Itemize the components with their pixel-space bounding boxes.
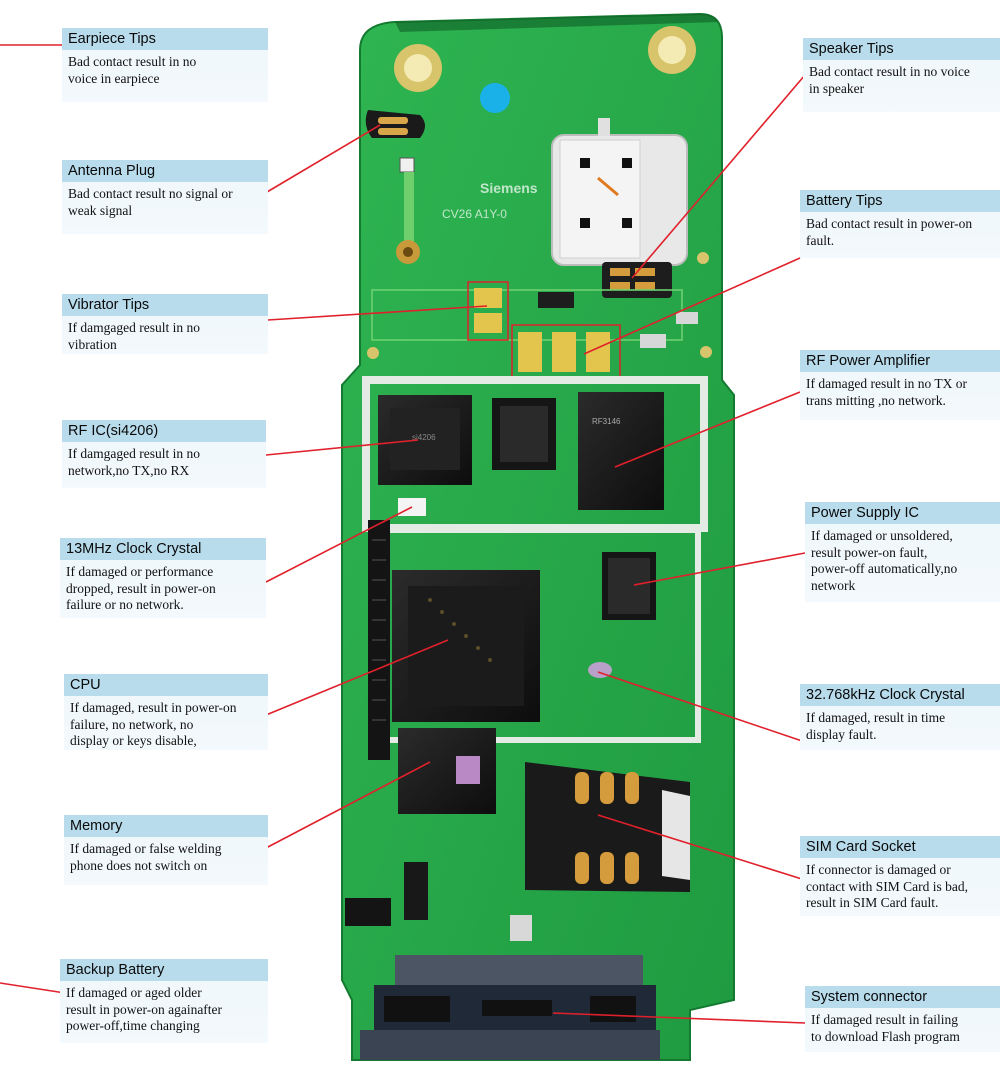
callout-description: If damaged, result in time display fault…: [806, 710, 946, 742]
svg-text:Siemens: Siemens: [480, 180, 538, 196]
callout-13mhz-clock-crystal: 13MHz Clock Crystal If damaged or perfor…: [60, 538, 266, 618]
callout-title: Memory: [64, 815, 268, 837]
callout-rf-ic: RF IC(si4206) If damgaged result in no n…: [62, 420, 266, 488]
rf-small-chip: [492, 398, 556, 470]
callout-system-connector: System connector If damaged result in fa…: [805, 986, 1000, 1052]
callout-title: CPU: [64, 674, 268, 696]
callout-description: If connector is damaged or contact with …: [806, 862, 968, 910]
callout-cpu: CPU If damaged, result in power-on failu…: [64, 674, 268, 750]
crystal-32khz-part: [588, 662, 612, 678]
callout-sim-card-socket: SIM Card Socket If connector is damaged …: [800, 836, 1000, 916]
callout-title: Power Supply IC: [805, 502, 1000, 524]
callout-battery-tips: Battery Tips Bad contact result in power…: [800, 190, 1000, 258]
sim-card-socket: [525, 762, 690, 892]
callout-power-supply-ic: Power Supply IC If damaged or unsoldered…: [805, 502, 1000, 602]
callout-vibrator-tips: Vibrator Tips If damgaged result in no v…: [62, 294, 268, 354]
callout-description: If damgaged result in no network,no TX,n…: [68, 446, 200, 478]
speaker-module: [551, 118, 688, 266]
cpu-chip: [392, 570, 540, 722]
callout-description: If damaged or false welding phone does n…: [70, 841, 222, 873]
callout-title: Backup Battery: [60, 959, 268, 981]
svg-text:si4206: si4206: [412, 433, 436, 442]
callout-antenna-plug: Antenna Plug Bad contact result no signa…: [62, 160, 268, 234]
rf-power-amplifier-chip: RF3146: [578, 392, 664, 510]
svg-text:RF3146: RF3146: [592, 417, 621, 426]
callout-title: Vibrator Tips: [62, 294, 268, 316]
callout-description: Bad contact result in no voice in earpie…: [68, 54, 197, 86]
callout-description: If damaged or unsoldered, result power-o…: [811, 528, 958, 593]
callout-earpiece-tips: Earpiece Tips Bad contact result in no v…: [62, 28, 268, 102]
callout-description: Bad contact result no signal or weak sig…: [68, 186, 233, 218]
callout-description: If damaged, result in power-on failure, …: [70, 700, 237, 748]
callout-speaker-tips: Speaker Tips Bad contact result in no vo…: [803, 38, 1000, 112]
callout-title: Earpiece Tips: [62, 28, 268, 50]
callout-description: If damaged result in no TX or trans mitt…: [806, 376, 967, 408]
crystal-13mhz-part: [398, 498, 426, 516]
svg-text:CV26 A1Y-0: CV26 A1Y-0: [442, 207, 507, 221]
callout-title: 32.768kHz Clock Crystal: [800, 684, 1000, 706]
rf-ic-chip: si4206: [378, 395, 472, 485]
callout-title: SIM Card Socket: [800, 836, 1000, 858]
callout-description: If damaged or aged older result in power…: [66, 985, 223, 1033]
callout-32khz-clock-crystal: 32.768kHz Clock Crystal If damaged, resu…: [800, 684, 1000, 750]
callout-title: Speaker Tips: [803, 38, 1000, 60]
callout-title: RF IC(si4206): [62, 420, 266, 442]
callout-description: If damaged result in failing to download…: [811, 1012, 960, 1044]
callout-memory: Memory If damaged or false welding phone…: [64, 815, 268, 885]
speaker-contacts: [602, 262, 672, 298]
power-supply-ic: [602, 552, 656, 620]
callout-description: Bad contact result in power-on fault.: [806, 216, 973, 248]
memory-chip: [398, 728, 496, 814]
callout-description: Bad contact result in no voice in speake…: [809, 64, 970, 96]
callout-title: 13MHz Clock Crystal: [60, 538, 266, 560]
callout-description: If damgaged result in no vibration: [68, 320, 200, 352]
callout-title: Battery Tips: [800, 190, 1000, 212]
callout-title: Antenna Plug: [62, 160, 268, 182]
antenna-track: [396, 157, 420, 264]
callout-title: RF Power Amplifier: [800, 350, 1000, 372]
earpiece-contacts: [365, 110, 425, 138]
callout-backup-battery: Backup Battery If damaged or aged older …: [60, 959, 268, 1043]
callout-description: If damaged or performance dropped, resul…: [66, 564, 216, 612]
system-connector: [360, 955, 660, 1060]
callout-rf-power-amplifier: RF Power Amplifier If damaged result in …: [800, 350, 1000, 420]
callout-title: System connector: [805, 986, 1000, 1008]
